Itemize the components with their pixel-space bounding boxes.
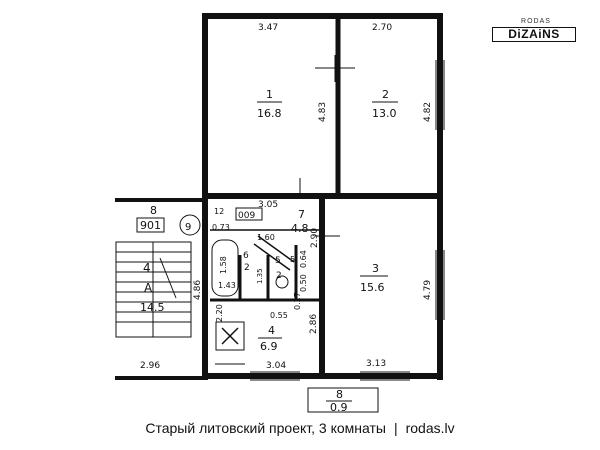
room-6-number: 6 bbox=[243, 251, 249, 261]
caption-site-link[interactable]: rodas.lv bbox=[405, 420, 455, 436]
diagonal-duct-2 bbox=[253, 243, 291, 271]
dim-304: 3.04 bbox=[266, 361, 286, 371]
dim-220: 2.20 bbox=[215, 304, 224, 322]
room-2-area: 13.0 bbox=[372, 107, 397, 120]
caption-title: Старый литовский проект, 3 комнаты bbox=[145, 420, 386, 436]
box-009 bbox=[235, 207, 263, 221]
stair-treads bbox=[116, 242, 191, 337]
room-1-number: 1 bbox=[266, 88, 273, 101]
dim-482: 4.82 bbox=[423, 102, 433, 122]
dim-313: 3.13 bbox=[366, 359, 386, 369]
dim-286: 2.86 bbox=[309, 314, 319, 334]
room-8-number: 8 bbox=[336, 388, 343, 401]
unit-box bbox=[136, 217, 165, 233]
logo-main-text: DiZAiNS bbox=[492, 27, 576, 42]
dim-050: 0.50 bbox=[299, 274, 308, 292]
balcony-outline bbox=[307, 387, 379, 413]
room-6-area: 2 bbox=[244, 263, 250, 273]
room-5-number: 5 bbox=[275, 256, 281, 266]
dim-483: 4.83 bbox=[318, 102, 328, 122]
logo: RODAS DiZAiNS bbox=[488, 18, 578, 44]
room-3-number: 3 bbox=[372, 262, 379, 275]
dim-486: 4.86 bbox=[193, 280, 203, 300]
room-1-area: 16.8 bbox=[257, 107, 282, 120]
stair-letter: A bbox=[144, 281, 153, 295]
diagonal-duct bbox=[257, 235, 295, 263]
dim-479: 4.79 bbox=[423, 280, 433, 300]
room-2-number: 2 bbox=[382, 88, 389, 101]
dim-143: 1.43 bbox=[218, 281, 236, 290]
windows bbox=[250, 60, 445, 381]
dim-135: 1.35 bbox=[256, 268, 264, 284]
caption: Старый литовский проект, 3 комнаты | rodas… bbox=[0, 420, 600, 436]
bathtub bbox=[211, 239, 239, 297]
room-7-number: 7 bbox=[298, 208, 305, 221]
dim-073: 0.73 bbox=[212, 223, 230, 232]
dim-158: 1.58 bbox=[219, 256, 228, 274]
dim-027: 0.27 bbox=[293, 292, 302, 310]
room-5-area: 2 bbox=[276, 271, 282, 281]
stove-cross-b bbox=[221, 327, 239, 345]
dim-12: 12 bbox=[214, 207, 224, 216]
stair-area: 14.5 bbox=[140, 301, 165, 314]
room-7-area: 4.8 bbox=[291, 222, 309, 235]
marker-5: 5 bbox=[290, 255, 295, 264]
stair-number: 4 bbox=[143, 261, 151, 275]
dim-290: 2.90 bbox=[310, 228, 320, 248]
stove bbox=[215, 321, 245, 351]
dim-270: 2.70 bbox=[372, 23, 392, 33]
dim-296: 2.96 bbox=[140, 361, 160, 371]
room-4-number: 4 bbox=[268, 324, 275, 337]
stair-arrow bbox=[159, 257, 177, 299]
room-8-area: 0.9 bbox=[330, 401, 348, 414]
unit-number: 901 bbox=[140, 219, 161, 232]
dim-055: 0.55 bbox=[270, 311, 288, 320]
logo-top-text: RODAS bbox=[521, 18, 551, 25]
circle-mark-label: 9 bbox=[185, 222, 191, 233]
floor-mark: 8 bbox=[150, 204, 157, 217]
caption-separator: | bbox=[393, 420, 398, 436]
dim-305: 3.05 bbox=[258, 200, 278, 210]
dim-160: 1.60 bbox=[257, 233, 275, 242]
circle-mark bbox=[179, 214, 201, 236]
toilet bbox=[275, 275, 289, 289]
box-009-label: 009 bbox=[238, 211, 255, 221]
dim-064: 0.64 bbox=[299, 250, 308, 268]
dim-347: 3.47 bbox=[258, 23, 278, 33]
room-3-area: 15.6 bbox=[360, 281, 385, 294]
room-4-area: 6.9 bbox=[260, 340, 278, 353]
